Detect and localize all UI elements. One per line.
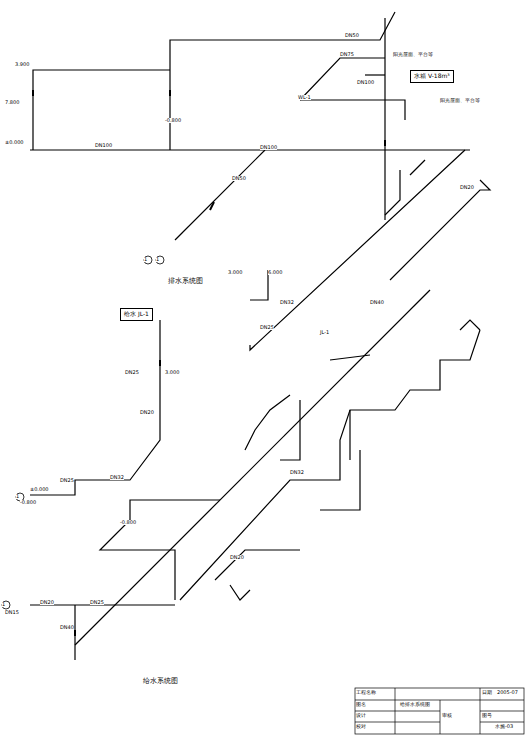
box-text: 水箱 V-18m³ bbox=[414, 72, 450, 79]
title-block-text: 2005-07 bbox=[497, 690, 518, 695]
pipe-label: 阳光屋面、平台等 bbox=[393, 52, 433, 57]
pipe-label: ±0.000 bbox=[30, 487, 49, 492]
pipe-label: 给水系统图 bbox=[143, 678, 178, 685]
pipe-label: 1 bbox=[2, 602, 5, 607]
pipe-label: DN25 bbox=[125, 370, 139, 375]
pipe-label: DN100 bbox=[260, 145, 277, 150]
pipe-label: DN20 bbox=[40, 600, 54, 605]
pipe-label: DN20 bbox=[460, 185, 474, 190]
label-box: 给水 JL-1 bbox=[120, 308, 153, 321]
pipe-label: -0.800 bbox=[20, 500, 36, 505]
pipe-label: -0.800 bbox=[120, 520, 136, 525]
title-block-text: 设计 bbox=[356, 713, 366, 718]
pipe-label: DN32 bbox=[290, 470, 304, 475]
title-block-text: 图名 bbox=[356, 702, 366, 707]
pipe-label: DN25 bbox=[60, 478, 74, 483]
pipe-label: DN32 bbox=[110, 475, 124, 480]
pipe-label: 7.800 bbox=[5, 100, 19, 105]
title-block-text: 水施-03 bbox=[495, 724, 513, 729]
title-block-text: 工程名称 bbox=[356, 690, 376, 695]
title-block-text: 审核 bbox=[442, 713, 452, 718]
pipe-label: DN75 bbox=[340, 52, 354, 57]
pipe-label: DN25 bbox=[260, 325, 274, 330]
pipe-label: DN40 bbox=[370, 300, 384, 305]
pipe-label: DN32 bbox=[280, 300, 294, 305]
label-box: 水箱 V-18m³ bbox=[410, 70, 454, 83]
pipe-label: JL-1 bbox=[320, 330, 329, 335]
valve-marks bbox=[33, 90, 385, 636]
pipe-label: -0.800 bbox=[165, 118, 181, 123]
title-block-text: 日期 bbox=[482, 690, 492, 695]
pipe-label: 3.000 bbox=[228, 270, 242, 275]
pipe-label: 3.900 bbox=[15, 62, 29, 67]
pipe-label: 排水系统图 bbox=[168, 278, 203, 285]
title-block-text: 校对 bbox=[356, 724, 366, 729]
pipe-label: DN100 bbox=[95, 143, 112, 148]
pipe-label: DN50 bbox=[345, 33, 359, 38]
ref-circles bbox=[2, 256, 164, 609]
pipe-label: WL-1 bbox=[298, 95, 311, 100]
pipe-label: 3.000 bbox=[165, 370, 179, 375]
pipe-label: 阳光屋面、平台等 bbox=[440, 98, 480, 103]
title-block-text: 图号 bbox=[482, 713, 492, 718]
title-block-text: 给排水系统图 bbox=[400, 702, 430, 707]
pipe-label: 1 bbox=[156, 257, 159, 262]
pipe-label: DN15 bbox=[5, 610, 19, 615]
box-text: 给水 JL-1 bbox=[124, 310, 149, 317]
pipe-label: 6.000 bbox=[268, 270, 282, 275]
pipe-label: DN40 bbox=[60, 625, 74, 630]
pipe-label: 1 bbox=[144, 257, 147, 262]
pipe-label: DN100 bbox=[357, 80, 374, 85]
pipe-label: 1 bbox=[16, 494, 19, 499]
pipe-label: ±0.000 bbox=[5, 140, 24, 145]
title-block bbox=[355, 688, 524, 734]
pipe-label: DN50 bbox=[232, 176, 246, 181]
pipe-label: DN20 bbox=[140, 410, 154, 415]
supply-system bbox=[30, 290, 480, 660]
pipe-label: DN20 bbox=[230, 555, 244, 560]
pipe-label: DN25 bbox=[90, 600, 104, 605]
